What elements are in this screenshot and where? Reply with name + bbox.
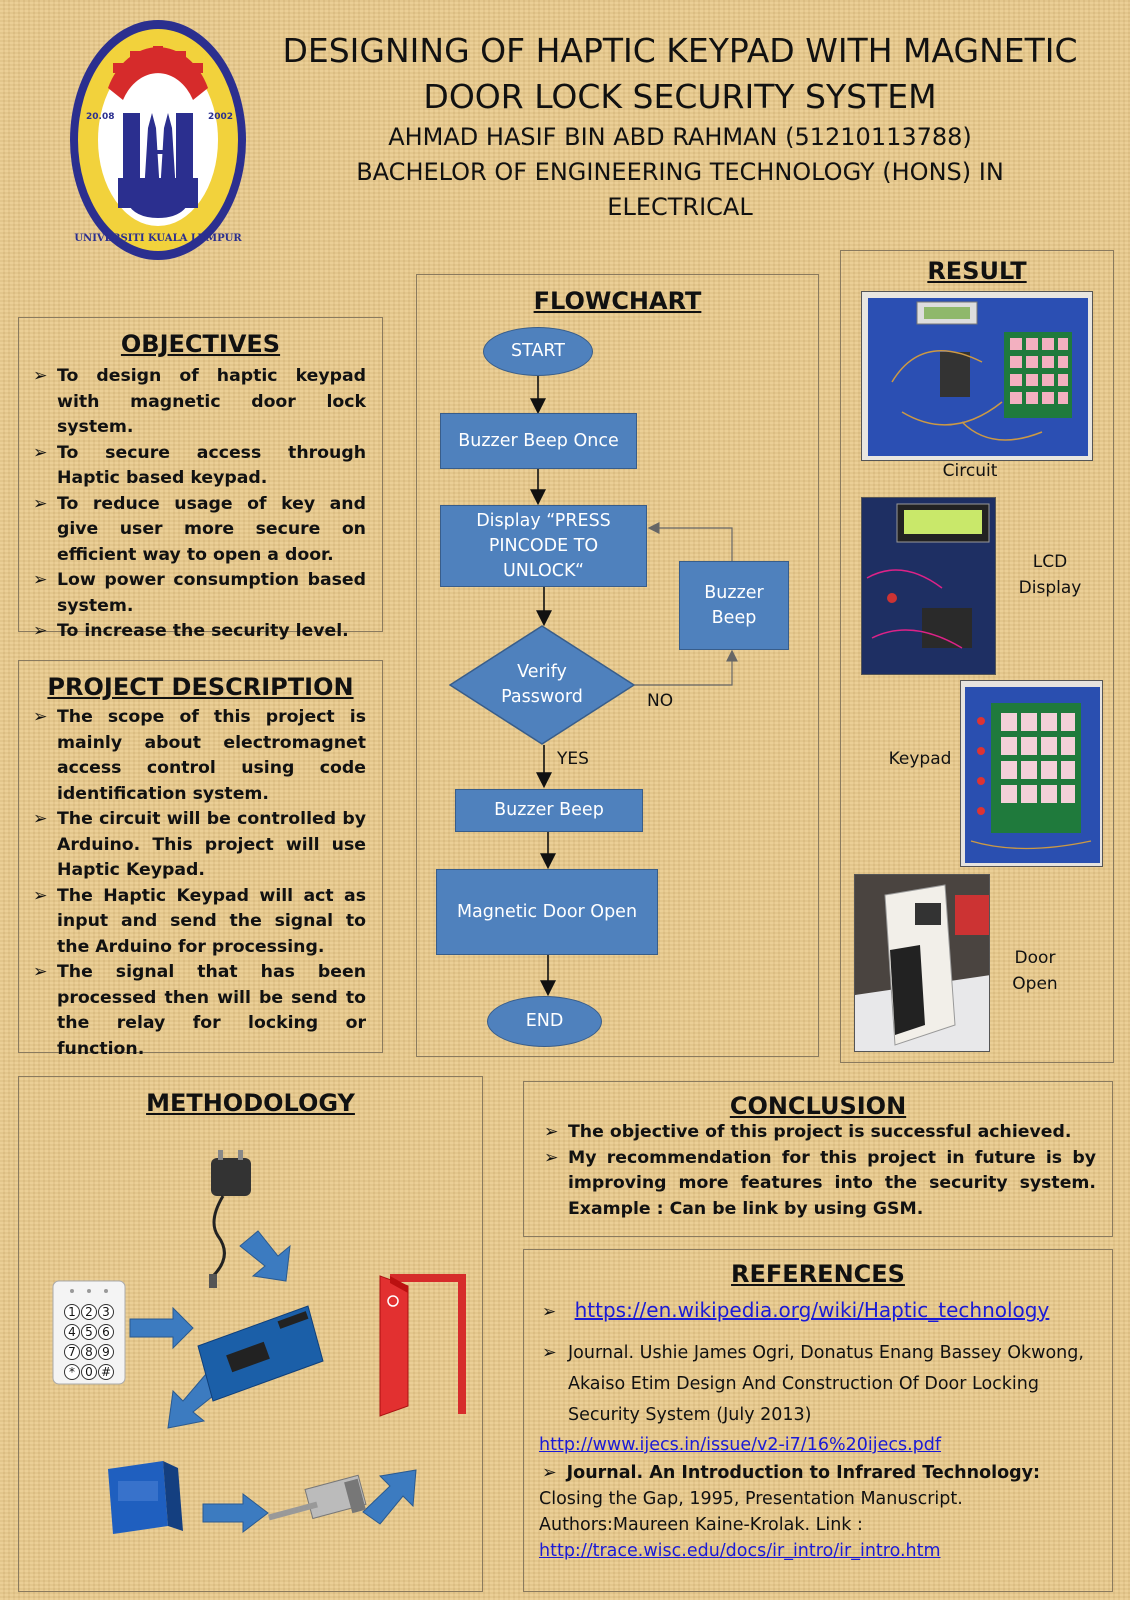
- keypad-key-label: #: [101, 1365, 111, 1379]
- circuit-photo: [861, 291, 1093, 461]
- keypad-key-label: 5: [85, 1325, 93, 1339]
- logo-year-left: 20.08: [86, 112, 115, 122]
- flowchart-heading: FLOWCHART: [533, 287, 702, 315]
- reference-link-trace[interactable]: http://trace.wisc.edu/docs/ir_intro/ir_i…: [539, 1541, 941, 1561]
- flowchart-connectors: [530, 376, 738, 997]
- list-item: ➢To reduce usage of key and give user mo…: [33, 493, 366, 565]
- conclusion-panel: CONCLUSION ➢The objective of this projec…: [523, 1081, 1113, 1237]
- flowchart-panel: FLOWCHART: [416, 274, 819, 1057]
- keypad-key: [98, 1364, 114, 1380]
- caption-lcd-display: LCD Display: [1018, 552, 1082, 598]
- list-item: ➢To secure access through Haptic based k…: [33, 442, 366, 489]
- keypad-key: [64, 1344, 80, 1360]
- flowchart-yes-label: YES: [557, 749, 589, 769]
- keypad-key: [81, 1324, 97, 1340]
- list-item: ➢My recommendation for this project in f…: [544, 1147, 1096, 1219]
- keypad-key: [81, 1344, 97, 1360]
- flowchart-side-buzzer-beep: Buzzer Beep: [679, 561, 789, 650]
- power-adapter-icon: [209, 1150, 251, 1288]
- flowchart-no-label: NO: [647, 691, 674, 711]
- red-door-icon: [379, 1274, 466, 1417]
- list-item: ➢To design of haptic keypad with magneti…: [33, 366, 366, 437]
- list-item: ➢To increase the security level.: [33, 621, 349, 641]
- flowchart-magnetic-door-open: Magnetic Door Open: [436, 869, 658, 955]
- flowchart-end: END: [487, 996, 602, 1047]
- caption-door-open: Door Open: [1012, 948, 1058, 994]
- description-heading: PROJECT DESCRIPTION: [47, 673, 354, 701]
- list-item: ➢Low power consumption based system.: [33, 570, 366, 616]
- reference-link-ijecs[interactable]: http://www.ijecs.in/issue/v2-i7/16%20ije…: [539, 1435, 942, 1455]
- list-item: ➢The signal that has been processed then…: [33, 962, 366, 1059]
- flowchart-verify-password: Verify Password: [448, 625, 636, 745]
- keypad-key-label: 8: [85, 1345, 93, 1359]
- reference-journal-2-line2: Authors:Maureen Kaine-Krolak. Link :: [539, 1515, 863, 1535]
- poster-author: AHMAD HASIF BIN ABD RAHMAN (51210113788): [388, 123, 972, 151]
- logo-text: UNIVERSITI KUALA LUMPUR: [74, 233, 242, 244]
- flowchart-display-pincode: Display “PRESS PINCODE TO UNLOCK“: [440, 505, 647, 587]
- methodology-panel: METHODOLOGY: [18, 1076, 483, 1592]
- poster-title: DESIGNING OF HAPTIC KEYPAD WITH MAGNETIC…: [282, 31, 1078, 116]
- flowchart-buzzer-beep-once: Buzzer Beep Once: [440, 413, 637, 469]
- list-item: ➢The objective of this project is succes…: [544, 1122, 1072, 1142]
- reference-link-wikipedia[interactable]: ➢ https://en.wikipedia.org/wiki/Haptic_t…: [542, 1298, 1050, 1322]
- solenoid-lock-icon: [268, 1474, 367, 1521]
- references-panel: REFERENCES ➢ https://en.wikipedia.org/wi…: [523, 1249, 1113, 1592]
- list-item: ➢The scope of this project is mainly abo…: [33, 707, 366, 804]
- caption-keypad: Keypad: [888, 749, 952, 769]
- objectives-panel: OBJECTIVES ➢To design of haptic keypad w…: [18, 317, 383, 641]
- list-item: ➢The circuit will be controlled by Ardui…: [33, 809, 366, 880]
- keypad-key: [98, 1324, 114, 1340]
- reference-journal-2-line1: Closing the Gap, 1995, Presentation Manu…: [539, 1489, 963, 1509]
- keypad-key-label: *: [69, 1365, 75, 1379]
- relay-icon: [108, 1461, 183, 1534]
- conclusion-heading: CONCLUSION: [729, 1092, 907, 1120]
- keypad-key: [98, 1304, 114, 1320]
- reference-journal-2-title: ➢Journal. An Introduction to Infrared Te…: [542, 1463, 1041, 1483]
- keypad-key: [81, 1364, 97, 1380]
- result-heading: RESULT: [927, 257, 1027, 285]
- door-open-photo: [854, 874, 990, 1052]
- flowchart-buzzer-beep: Buzzer Beep: [455, 789, 643, 832]
- keypad-key-label: 9: [102, 1345, 110, 1359]
- poster-programme: BACHELOR OF ENGINEERING TECHNOLOGY (HONS…: [356, 158, 1004, 221]
- keypad-key-label: 1: [68, 1305, 76, 1319]
- keypad-key: [64, 1364, 80, 1380]
- keypad-key-label: 4: [68, 1325, 76, 1339]
- list-item: ➢The Haptic Keypad will act as input and…: [33, 885, 366, 957]
- logo-year-right: 2002: [208, 112, 234, 122]
- flowchart-start: START: [483, 327, 593, 376]
- result-panel: RESULT: [840, 250, 1114, 1063]
- keypad-key-label: 7: [68, 1345, 76, 1359]
- keypad-key-label: 6: [102, 1325, 110, 1339]
- lcd-display-photo: [861, 497, 996, 675]
- reference-journal-1: ➢ Journal. Ushie James Ogri, Donatus Ena…: [542, 1343, 1084, 1425]
- keypad-key-label: 3: [102, 1305, 110, 1319]
- keypad-photo: [960, 680, 1103, 867]
- keypad-key: [64, 1304, 80, 1320]
- methodology-heading: METHODOLOGY: [146, 1089, 355, 1117]
- objectives-heading: OBJECTIVES: [120, 330, 281, 358]
- arduino-board-icon: [197, 1305, 324, 1402]
- keypad-key: [81, 1304, 97, 1320]
- keypad-key-label: 2: [85, 1305, 93, 1319]
- references-heading: REFERENCES: [731, 1260, 905, 1288]
- caption-circuit: Circuit: [942, 461, 998, 481]
- keypad-key: [64, 1324, 80, 1340]
- university-logo: 20.08 2002 UNIVERSITI KUALA LUMPUR: [68, 18, 248, 263]
- description-panel: PROJECT DESCRIPTION ➢The scope of this p…: [18, 660, 383, 1059]
- keypad-key-label: 0: [85, 1365, 93, 1379]
- keypad-key: [98, 1344, 114, 1360]
